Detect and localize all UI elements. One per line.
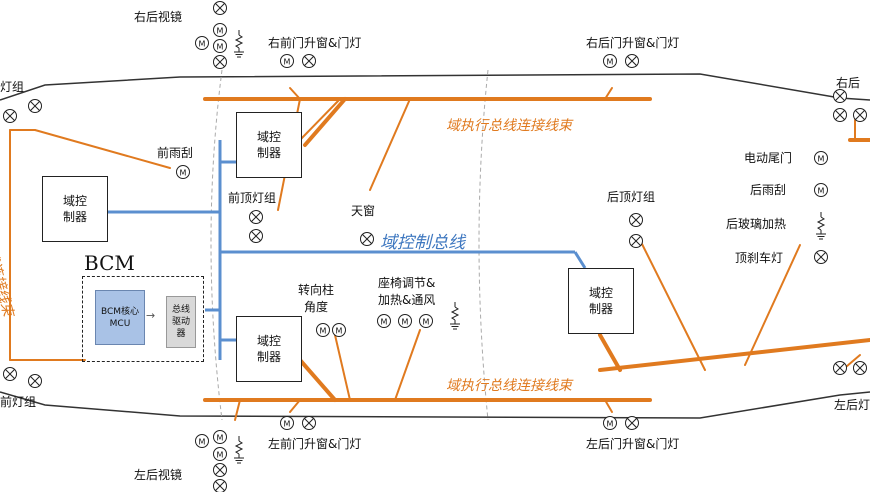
- exec-bus-label-top: 域执行总线连接线束: [446, 118, 572, 134]
- label-left-rear-door: 左后门升窗&门灯: [586, 437, 680, 451]
- domain-controller-left: 域控制器: [42, 176, 108, 242]
- exec-branch-lines: [9, 87, 861, 421]
- lamp-icon: [302, 54, 316, 68]
- label-brake-light: 顶刹车灯: [735, 251, 784, 265]
- lamp-icon: [213, 55, 227, 69]
- label-right-mirror: 右后视镜: [134, 10, 183, 24]
- lamp-icon: [213, 1, 227, 15]
- domain-controller-front-top: 域控制器: [236, 112, 302, 178]
- domain-controller-label: 域控制器: [256, 130, 281, 160]
- motor-icon: [814, 183, 828, 197]
- motor-icon: [195, 434, 209, 448]
- motor-icon: [213, 447, 227, 461]
- label-left-mirror: 左后视镜: [134, 468, 183, 482]
- bcm-container: [82, 276, 204, 362]
- domain-controller-label: 域控制器: [62, 194, 87, 224]
- lamp-icon: [629, 234, 643, 248]
- motor-icon: [176, 165, 190, 179]
- lamp-icon: [853, 108, 867, 122]
- heater-icon: [233, 29, 245, 58]
- lamp-icon: [213, 463, 227, 477]
- lamp-icon: [28, 374, 42, 388]
- lamp-icon: [213, 479, 227, 492]
- label-right-front-door: 右前门升窗&门灯: [268, 36, 362, 50]
- lamp-icon: [625, 416, 639, 430]
- arrow-icon: →: [146, 309, 156, 322]
- label-power-tailgate: 电动尾门: [744, 151, 793, 165]
- section-dividers: [210, 69, 489, 421]
- label-front-wiper: 前雨刮: [157, 146, 194, 160]
- lamp-icon: [3, 109, 17, 123]
- motor-icon: [316, 323, 330, 337]
- motor-icon: [603, 54, 617, 68]
- lamp-icon: [28, 99, 42, 113]
- exec-thick-branches: [298, 97, 622, 402]
- motor-icon: [213, 23, 227, 37]
- label-rear-wiper: 后雨刮: [750, 183, 787, 197]
- lamp-icon: [249, 229, 263, 243]
- lamp-icon: [302, 416, 316, 430]
- label-left-front-light: 前灯组: [0, 395, 37, 409]
- motor-icon: [398, 314, 412, 328]
- domain-controller-front-bottom: 域控制器: [236, 316, 302, 382]
- lamp-icon: [833, 361, 847, 375]
- label-front-top-light: 前顶灯组: [228, 191, 277, 205]
- bcm-mcu-label: BCM核心MCU: [100, 306, 140, 329]
- label-seat: 座椅调节& 加热&通风: [378, 276, 436, 307]
- control-bus-label: 域控制总线: [380, 233, 465, 253]
- label-right-rear-door: 右后门升窗&门灯: [586, 36, 680, 50]
- domain-controller-rear: 域控制器: [568, 268, 634, 334]
- exec-bus-label-bottom: 域执行总线连接线束: [446, 378, 572, 394]
- heater-icon: [449, 301, 461, 330]
- label-rear-top-light: 后顶灯组: [607, 190, 656, 204]
- label-left-front-door: 左前门升窗&门灯: [268, 437, 362, 451]
- domain-controller-label: 域控制器: [588, 286, 613, 316]
- bcm-title: BCM: [84, 251, 135, 275]
- label-left-rear-light: 左后灯: [834, 398, 870, 412]
- lamp-icon: [360, 232, 374, 246]
- lamp-icon: [625, 54, 639, 68]
- motor-icon: [603, 416, 617, 430]
- exec-bus-lines: [203, 97, 870, 402]
- bcm-bus-driver: 总线驱动器: [166, 296, 196, 348]
- lamp-icon: [814, 250, 828, 264]
- lamp-icon: [3, 367, 17, 381]
- lamp-icon: [853, 361, 867, 375]
- motor-icon: [332, 323, 346, 337]
- motor-icon: [280, 54, 294, 68]
- label-steering-column: 转向柱 角度: [298, 283, 335, 314]
- motor-icon: [213, 430, 227, 444]
- domain-controller-label: 域控制器: [256, 334, 281, 364]
- motor-icon: [280, 416, 294, 430]
- heater-icon: [233, 435, 245, 464]
- label-right-front-light: 灯组: [0, 80, 25, 94]
- lamp-icon: [629, 213, 643, 227]
- motor-icon: [419, 314, 433, 328]
- motor-icon: [195, 36, 209, 50]
- label-rear-defrost: 后玻璃加热: [726, 217, 787, 231]
- motor-icon: [213, 39, 227, 53]
- bcm-mcu: BCM核心MCU: [95, 290, 145, 345]
- label-sunroof: 天窗: [351, 204, 376, 218]
- label-right-rear-light: 右后: [836, 76, 861, 90]
- lamp-icon: [249, 210, 263, 224]
- motor-icon: [377, 314, 391, 328]
- bcm-driver-label: 总线驱动器: [171, 305, 190, 339]
- heater-icon: [815, 211, 827, 240]
- lamp-icon: [833, 108, 847, 122]
- control-bus-lines: [108, 140, 587, 360]
- motor-icon: [814, 151, 828, 165]
- lamp-icon: [833, 89, 847, 103]
